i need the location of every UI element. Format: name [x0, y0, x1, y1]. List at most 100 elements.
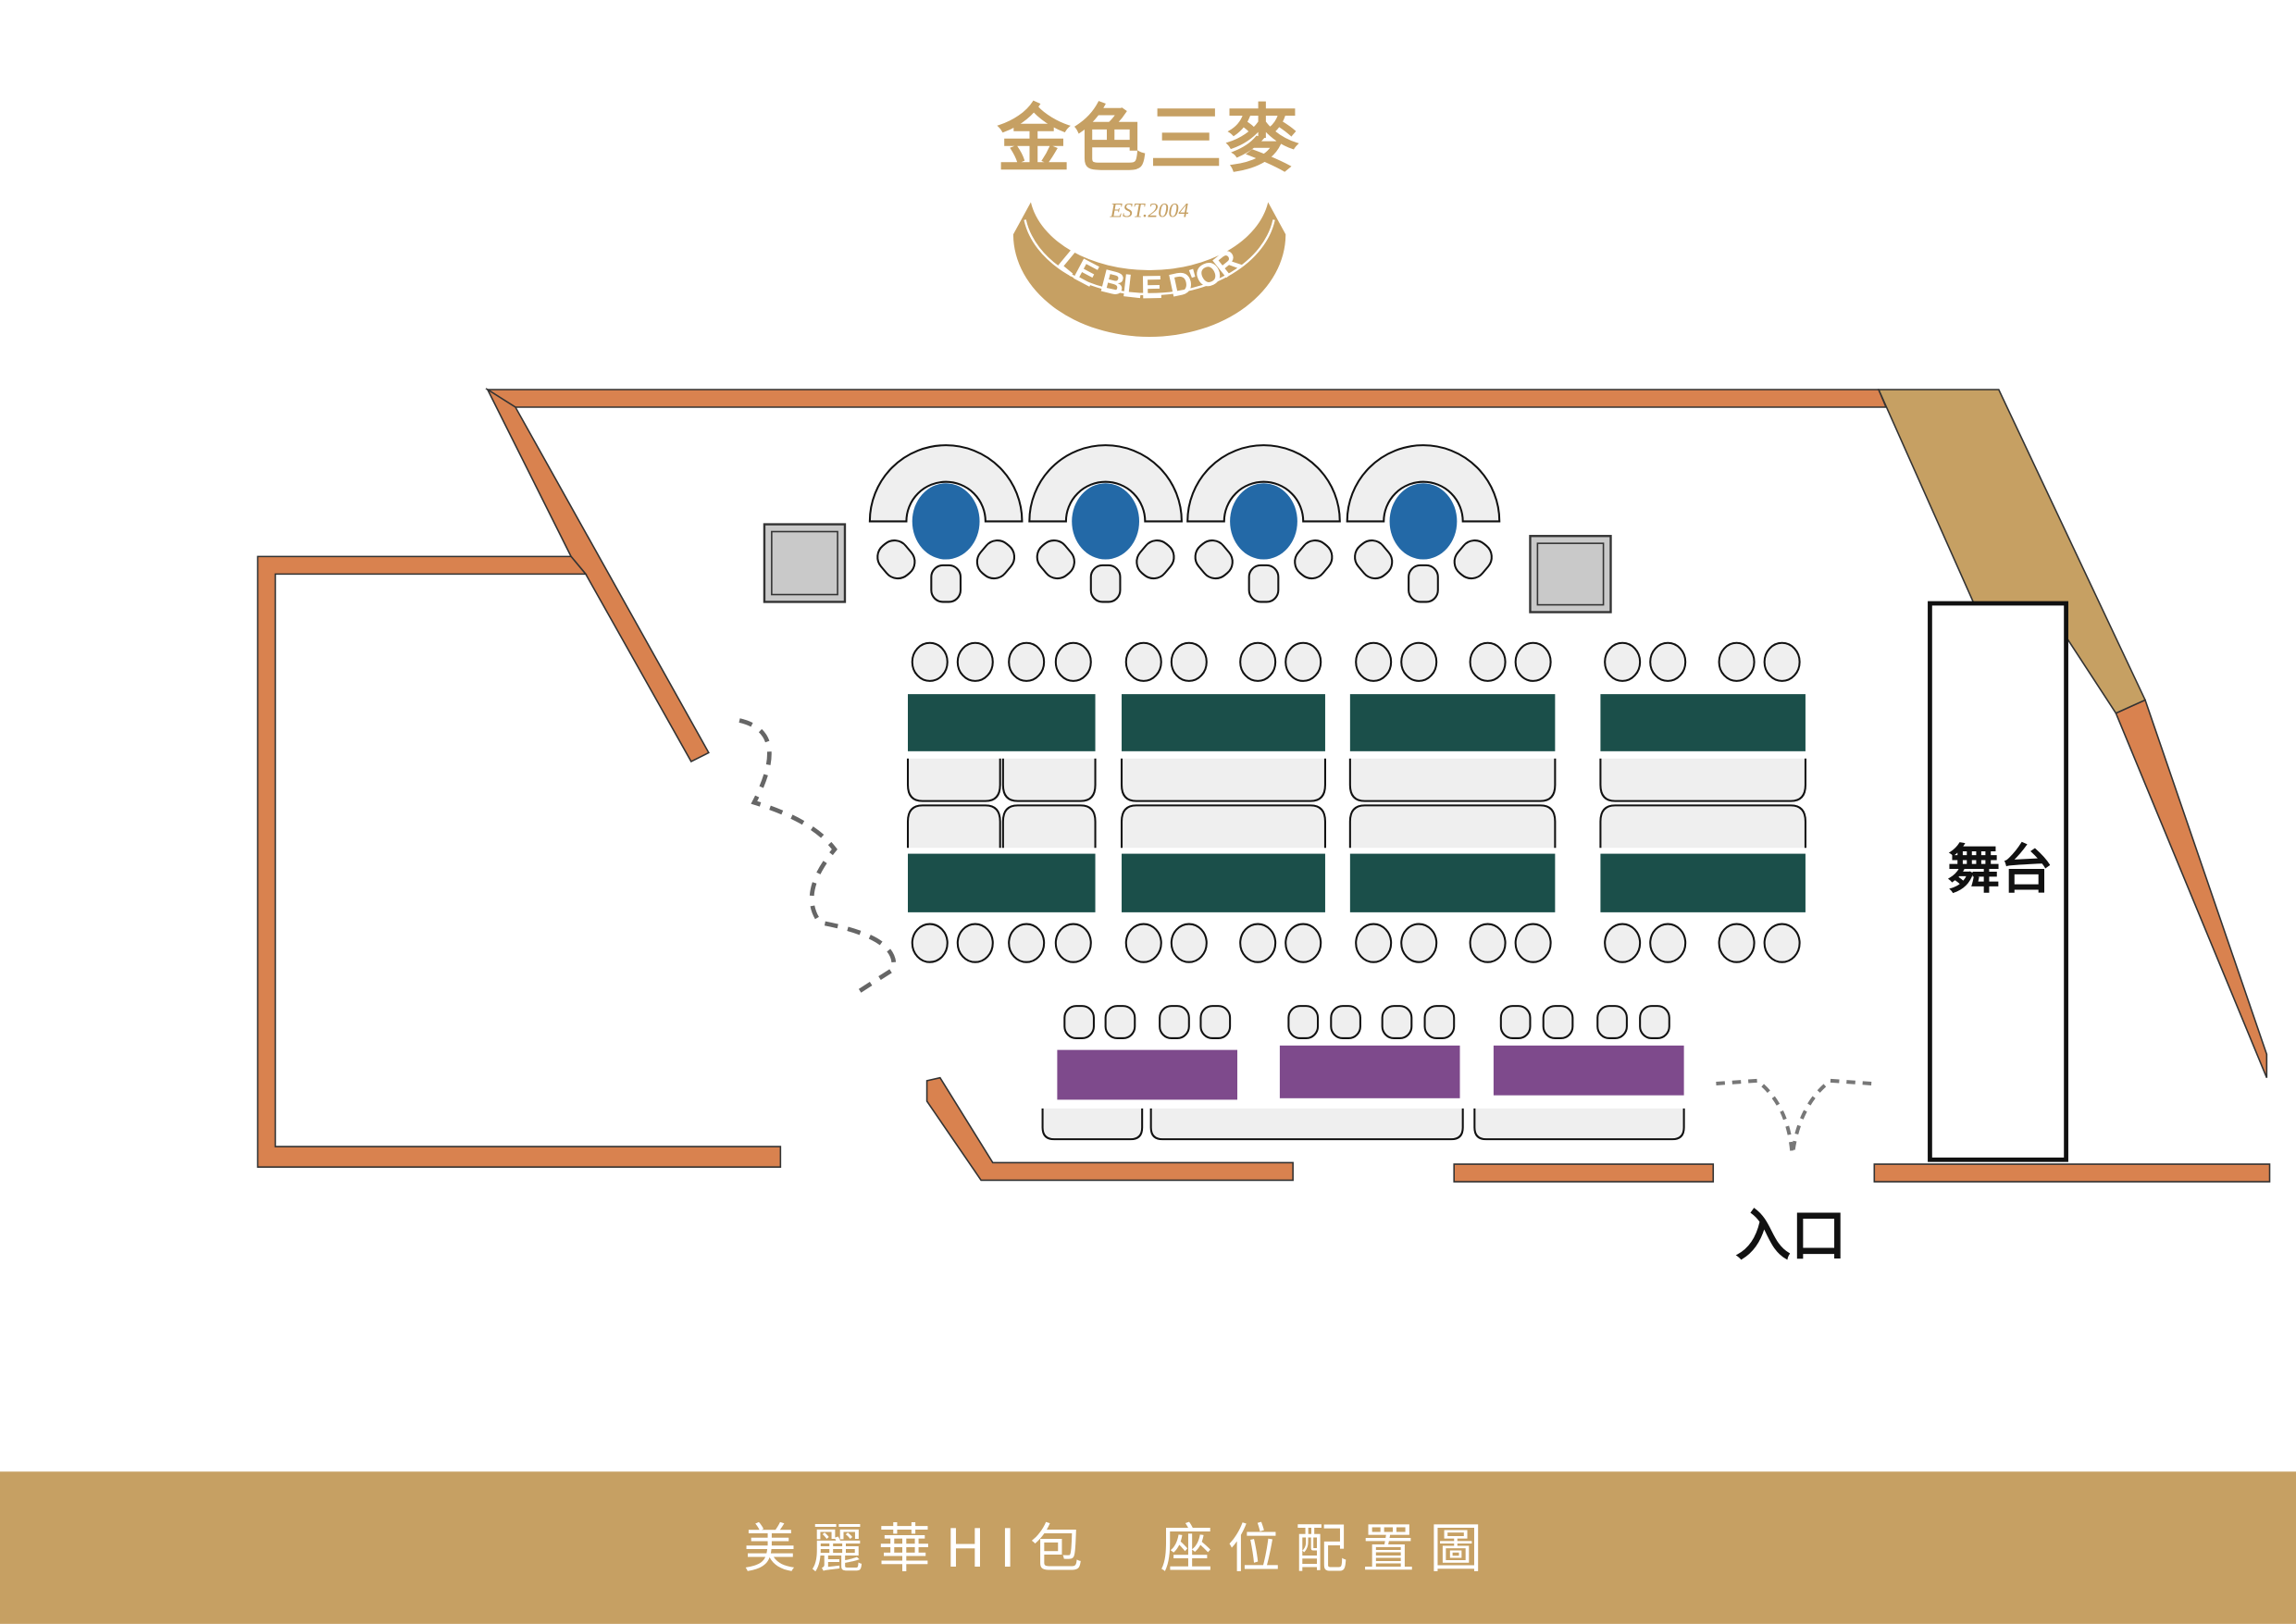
- bench-seat[interactable]: [1149, 1108, 1464, 1141]
- bench-seat[interactable]: [1120, 758, 1326, 802]
- booth-sofa[interactable]: [1028, 444, 1183, 523]
- logo-established: EST.2004: [1110, 198, 1189, 221]
- booth-round-table[interactable]: [912, 483, 980, 560]
- wall-right: [2115, 699, 2268, 1078]
- bench-seat[interactable]: [906, 758, 1001, 802]
- chair[interactable]: [1054, 641, 1092, 682]
- purple-table[interactable]: [1057, 1049, 1238, 1100]
- chair[interactable]: [1355, 641, 1393, 682]
- purple-table[interactable]: [1493, 1045, 1684, 1096]
- long-table[interactable]: [1600, 694, 1806, 751]
- chair[interactable]: [1199, 1005, 1232, 1039]
- booth-chair[interactable]: [1289, 535, 1338, 585]
- chair[interactable]: [1763, 923, 1801, 963]
- chair[interactable]: [1287, 1005, 1320, 1039]
- brand-logo: 金色三麥 EST.2004 LE BLE D'OR: [997, 96, 1298, 337]
- booth-round-table[interactable]: [1072, 483, 1140, 560]
- chair[interactable]: [956, 923, 994, 963]
- long-table[interactable]: [1349, 694, 1556, 751]
- booth-chair[interactable]: [1089, 564, 1122, 603]
- bench-seat[interactable]: [1001, 804, 1097, 849]
- long-table[interactable]: [908, 853, 1096, 912]
- chair[interactable]: [1499, 1005, 1532, 1039]
- chair[interactable]: [1469, 641, 1507, 682]
- booth-chair[interactable]: [1448, 535, 1497, 585]
- chair[interactable]: [1514, 923, 1552, 963]
- bench-seat[interactable]: [1120, 804, 1326, 849]
- chair[interactable]: [1008, 923, 1046, 963]
- long-table[interactable]: [1600, 853, 1806, 912]
- bench-seat[interactable]: [1348, 804, 1557, 849]
- booth-chair[interactable]: [971, 535, 1020, 585]
- bench-seat[interactable]: [906, 804, 1001, 849]
- chair[interactable]: [1649, 641, 1687, 682]
- chair[interactable]: [1285, 641, 1322, 682]
- booth-chair[interactable]: [1131, 535, 1180, 585]
- chair[interactable]: [1239, 641, 1277, 682]
- chair[interactable]: [1469, 923, 1507, 963]
- chair[interactable]: [1170, 923, 1208, 963]
- entrance[interactable]: 入口: [1716, 1078, 1872, 1269]
- long-table[interactable]: [1349, 853, 1556, 912]
- furniture: [868, 444, 1806, 1141]
- wall-bottom-left: [925, 1076, 1294, 1182]
- stage-label: 舞台: [1947, 839, 2053, 900]
- booth-sofa[interactable]: [1186, 444, 1341, 523]
- chair[interactable]: [1542, 1005, 1574, 1039]
- chair[interactable]: [1239, 923, 1277, 963]
- chair[interactable]: [1355, 923, 1393, 963]
- chair[interactable]: [1649, 923, 1687, 963]
- chair[interactable]: [1400, 923, 1438, 963]
- chair[interactable]: [1400, 641, 1438, 682]
- long-table[interactable]: [1122, 853, 1325, 912]
- chair[interactable]: [1763, 641, 1801, 682]
- chair[interactable]: [1124, 923, 1162, 963]
- chair[interactable]: [1604, 641, 1642, 682]
- chair[interactable]: [1604, 923, 1642, 963]
- bench-seat[interactable]: [1348, 758, 1557, 802]
- entrance-label: 入口: [1735, 1204, 1846, 1269]
- chair[interactable]: [1063, 1005, 1095, 1039]
- booth-round-table[interactable]: [1230, 483, 1297, 560]
- footer-title: 美麗華HI包 座位配置圖: [743, 1519, 1496, 1580]
- chair[interactable]: [1639, 1005, 1670, 1039]
- pillar: [763, 523, 847, 603]
- booth-chair[interactable]: [1247, 564, 1280, 603]
- chair[interactable]: [1330, 1005, 1361, 1039]
- pillar: [1529, 535, 1612, 614]
- chair[interactable]: [1596, 1005, 1628, 1039]
- chair[interactable]: [1054, 923, 1092, 963]
- entrance-door-icon: [1716, 1078, 1872, 1158]
- chair[interactable]: [1159, 1005, 1190, 1039]
- chair[interactable]: [911, 641, 949, 682]
- booth-sofa[interactable]: [1346, 444, 1501, 523]
- chair[interactable]: [1104, 1005, 1136, 1039]
- chair[interactable]: [911, 923, 949, 963]
- bench-seat[interactable]: [1599, 758, 1806, 802]
- booth-chair[interactable]: [1031, 535, 1080, 585]
- purple-table[interactable]: [1279, 1045, 1460, 1098]
- chair[interactable]: [1170, 641, 1208, 682]
- chair[interactable]: [1124, 641, 1162, 682]
- chair[interactable]: [1514, 641, 1552, 682]
- booth-chair[interactable]: [1349, 535, 1398, 585]
- bench-seat[interactable]: [1473, 1108, 1685, 1141]
- chair[interactable]: [1285, 923, 1322, 963]
- booth-round-table[interactable]: [1389, 483, 1458, 560]
- bench-seat[interactable]: [1599, 804, 1806, 849]
- bench-seat[interactable]: [1041, 1108, 1144, 1141]
- chair[interactable]: [1718, 641, 1756, 682]
- booth-chair[interactable]: [930, 564, 962, 603]
- bench-seat[interactable]: [1001, 758, 1097, 802]
- booth-sofa[interactable]: [868, 444, 1024, 523]
- chair[interactable]: [1423, 1005, 1456, 1039]
- booth-chair[interactable]: [1189, 535, 1238, 585]
- booth-chair[interactable]: [1408, 564, 1439, 603]
- chair[interactable]: [1718, 923, 1756, 963]
- chair[interactable]: [1381, 1005, 1413, 1039]
- long-table[interactable]: [908, 694, 1096, 751]
- chair[interactable]: [1008, 641, 1046, 682]
- long-table[interactable]: [1122, 694, 1325, 751]
- booth-chair[interactable]: [872, 535, 921, 585]
- chair[interactable]: [956, 641, 994, 682]
